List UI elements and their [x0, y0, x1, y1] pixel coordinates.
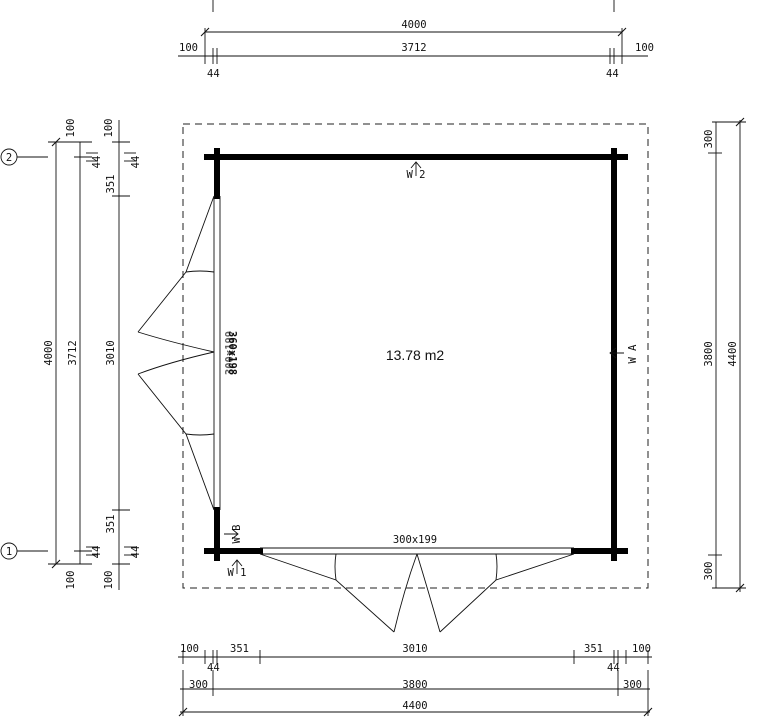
- side-door-a-label: 360x198: [226, 331, 238, 375]
- left-wall-bottom-b-dim: 44: [130, 546, 142, 559]
- svg-text:W 2: W 2: [407, 169, 426, 181]
- left-top-seg-dim: 351: [105, 175, 117, 194]
- left-wall-top-a-dim: 44: [91, 156, 103, 169]
- bottom-right-wall-dim: 44: [607, 662, 620, 674]
- left-inner-dim: 3712: [67, 340, 79, 365]
- bottom-dimension-chain: 100 351 3010 351 100 44 44 300 3800 300 …: [178, 643, 653, 717]
- right-overall-dim: 4400: [727, 341, 739, 366]
- left-overhang-bottom-a-dim: 100: [65, 571, 77, 590]
- bottom-left-wall-dim: 44: [207, 662, 220, 674]
- top-overall-dim: 4000: [401, 19, 426, 31]
- right-inner-dim: 3800: [703, 341, 715, 366]
- front-door-label: 300x199: [393, 534, 437, 546]
- bottom-right-overhang-dim: 100: [632, 643, 651, 655]
- roof-overhang-outline: [182, 123, 649, 589]
- svg-text:W A: W A: [627, 344, 639, 364]
- top-inner-dim: 3712: [401, 42, 426, 54]
- top-dimension-chain: 4000 3712 100 100 44 44: [178, 0, 654, 80]
- svg-text:W B: W B: [231, 525, 243, 544]
- svg-text:1: 1: [6, 546, 12, 558]
- right-dimension-chain: 4400 3800 300 300: [703, 117, 746, 593]
- front-double-door: 300x199: [259, 534, 575, 633]
- wall-tag-w2: W 2: [407, 161, 426, 181]
- left-opening-dim: 3010: [105, 340, 117, 365]
- left-overall-dim: 4000: [43, 340, 55, 365]
- svg-text:2: 2: [6, 152, 12, 164]
- top-right-overhang-dim: 100: [635, 42, 654, 54]
- bottom-overall-dim: 4400: [402, 700, 427, 712]
- top-left-wall-dim: 44: [207, 68, 220, 80]
- side-door-b-label: 300x199: [224, 331, 236, 375]
- right-bottom-overhang-dim: 300: [703, 562, 715, 581]
- left-double-door: 360x198 300x199: [137, 195, 238, 511]
- bottom-left-seg-dim: 351: [230, 643, 249, 655]
- top-left-overhang-dim: 100: [179, 42, 198, 54]
- wall-tag-w1: W 1: [228, 559, 247, 579]
- left-bottom-seg-dim: 351: [105, 515, 117, 534]
- bottom-left-300-dim: 300: [189, 679, 208, 691]
- room-area-label: 13.78 m2: [386, 347, 445, 363]
- bottom-right-300-dim: 300: [623, 679, 642, 691]
- wall-tag-wb: W B: [224, 525, 243, 544]
- bottom-inner-dim: 3800: [402, 679, 427, 691]
- svg-text:W 1: W 1: [228, 567, 247, 579]
- axis-marker-1: 1: [0, 542, 48, 560]
- left-overhang-bottom-b-dim: 100: [103, 571, 115, 590]
- left-wall-top-b-dim: 44: [130, 156, 142, 169]
- right-top-overhang-dim: 300: [703, 130, 715, 149]
- left-overhang-top-b-dim: 100: [103, 119, 115, 138]
- bottom-left-overhang-dim: 100: [180, 643, 199, 655]
- left-overhang-top-a-dim: 100: [65, 119, 77, 138]
- top-right-wall-dim: 44: [606, 68, 619, 80]
- walls: [204, 148, 628, 561]
- wall-tag-wa: W A: [609, 344, 639, 364]
- bottom-opening-dim: 3010: [402, 643, 427, 655]
- left-wall-bottom-a-dim: 44: [91, 546, 103, 559]
- axis-marker-2: 2: [0, 148, 48, 166]
- bottom-right-seg-dim: 351: [584, 643, 603, 655]
- left-dimension-chain: 4000 3712 3010 351 351 44 44 44 44 100 1…: [43, 119, 142, 590]
